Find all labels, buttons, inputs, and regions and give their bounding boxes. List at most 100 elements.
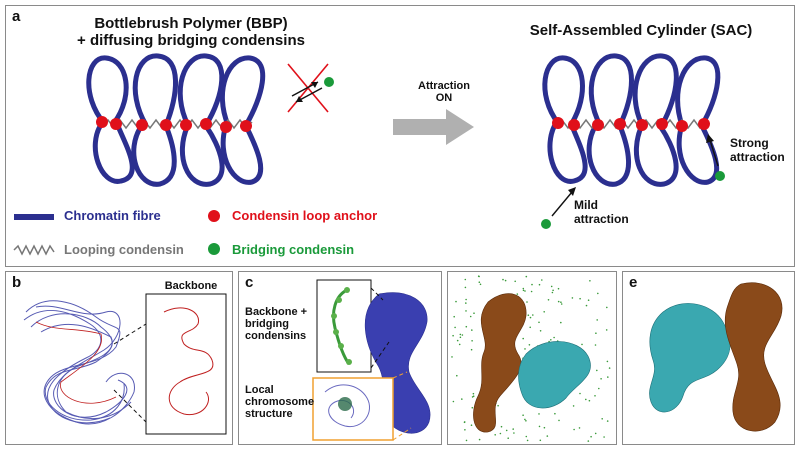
bridging-condensin-dot bbox=[522, 414, 524, 416]
bbp-title: Bottlebrush Polymer (BBP) + diffusing br… bbox=[46, 15, 336, 49]
bridging-condensin-dot bbox=[471, 406, 474, 409]
bridging-condensin-dot bbox=[470, 424, 473, 426]
bridging-condensin-dot bbox=[522, 289, 525, 292]
bridging-condensin-dot bbox=[571, 297, 574, 299]
bbp-title-line2: + diffusing bridging condensins bbox=[77, 32, 305, 49]
bridging-condensin-dot bbox=[452, 400, 455, 403]
bridging-condensin-dot bbox=[541, 279, 543, 281]
inset1-line3: condensins bbox=[245, 330, 307, 342]
bridging-condensin-dot bbox=[558, 419, 560, 422]
panel-e: e bbox=[622, 271, 795, 445]
bridging-condensin-dot bbox=[606, 360, 609, 363]
bridging-condensin-dot bbox=[550, 285, 553, 288]
bbp-anchor bbox=[136, 119, 148, 131]
inset1-caption: Backbone + bridging condensins bbox=[245, 306, 315, 342]
bbp-anchor bbox=[160, 119, 172, 131]
cyan-chromosome bbox=[649, 303, 731, 413]
bridging-condensin-dot bbox=[453, 315, 455, 318]
bridging-condensin-dot bbox=[452, 334, 454, 337]
bridging-condensin-dot bbox=[500, 425, 503, 428]
bridging-points bbox=[331, 287, 352, 365]
bridging-condensin-dot bbox=[526, 439, 529, 442]
bridging-condensin-dot bbox=[465, 302, 467, 304]
bridging-condensin-dot bbox=[494, 434, 496, 436]
bridging-condensin-dot bbox=[585, 304, 588, 307]
bridging-condensin-dot bbox=[524, 418, 526, 421]
legend-bridging-swatch bbox=[208, 243, 220, 255]
arrow-label-line2: ON bbox=[435, 92, 453, 104]
cyan-chromosome bbox=[518, 341, 591, 409]
bridging-condensin-dot bbox=[529, 326, 531, 329]
panel-label-b: b bbox=[12, 274, 22, 291]
bridging-condensin-dot bbox=[560, 321, 562, 324]
strong-line1: Strong bbox=[730, 136, 769, 150]
bridging-condensin-dot bbox=[471, 329, 473, 331]
strong-attraction-label: Strong attraction bbox=[730, 136, 785, 164]
chromosome-render-red bbox=[35, 321, 117, 404]
legend-bridging: Bridging condensin bbox=[232, 242, 355, 257]
panel-c: c Backbone + bridging condensins Local c… bbox=[238, 271, 442, 445]
bridging-condensin-dot bbox=[596, 319, 598, 321]
bridging-condensin-dot bbox=[463, 421, 466, 424]
bridging-condensin-dot bbox=[514, 280, 516, 283]
arrow-label-line1: Attraction bbox=[418, 80, 470, 92]
bbp-anchor bbox=[180, 119, 192, 131]
bridging-condensin-dot bbox=[554, 412, 556, 415]
panel-d: d bbox=[447, 271, 617, 445]
bbp-loops bbox=[86, 53, 266, 187]
bridging-condensin-dot bbox=[539, 330, 542, 332]
bridging-condensin-dot bbox=[579, 392, 581, 395]
bridging-condensin-dot bbox=[607, 376, 609, 378]
bridging-condensin-dot bbox=[585, 398, 587, 401]
bridging-condensin-dot bbox=[594, 432, 597, 435]
bridging-condensin-dot bbox=[451, 356, 453, 358]
bridging-condensin-dot bbox=[595, 332, 597, 334]
brown-chromosome bbox=[473, 293, 527, 433]
bridging-condensin-dot bbox=[552, 289, 554, 292]
bridging-condensin-dot bbox=[522, 337, 524, 340]
bridging-condensin-dot bbox=[455, 300, 457, 303]
bridging-condensin-dot bbox=[597, 292, 599, 295]
bbp-loop-3-top bbox=[177, 53, 225, 127]
bbp-loop-4-top bbox=[219, 55, 266, 127]
bridging-condensin-dot bbox=[578, 427, 581, 429]
attraction-arrow bbox=[393, 109, 474, 145]
panel-b: b Backbone bbox=[5, 271, 233, 445]
panel-b-render bbox=[23, 293, 227, 435]
bridging-condensin-mild bbox=[541, 219, 551, 229]
bridging-condensin-dot bbox=[472, 395, 475, 397]
bridging-condensin-dot bbox=[507, 437, 509, 439]
bridging-condensin-dot bbox=[465, 298, 467, 301]
bridging-condensin-dot bbox=[461, 398, 463, 400]
bridging-condensin-dot bbox=[551, 291, 554, 294]
bridging-condensin-dot bbox=[581, 343, 583, 346]
inset2-line1: Local bbox=[245, 384, 274, 396]
bridging-condensin-dot bbox=[572, 405, 575, 407]
sac-loops bbox=[542, 53, 721, 187]
panel-label-e: e bbox=[629, 274, 638, 291]
legend-chromatin: Chromatin fibre bbox=[64, 208, 161, 223]
bridging-condensin-dot bbox=[594, 344, 597, 346]
inset1-line1: Backbone + bbox=[245, 306, 308, 318]
bridging-condensin-dot bbox=[601, 418, 603, 420]
bridging-condensin-dot bbox=[478, 438, 481, 441]
legend-chromatin-swatch bbox=[14, 214, 54, 220]
bbp-loop-2-bottom bbox=[131, 123, 177, 187]
bbp-loop-3-bottom bbox=[179, 123, 225, 187]
legend-looping-swatch bbox=[13, 244, 55, 256]
bridging-condensin-dot bbox=[543, 426, 546, 429]
bridging-condensin-dot bbox=[499, 432, 502, 435]
bridging-condensin-dot bbox=[470, 348, 473, 351]
panel-label-d: d bbox=[454, 274, 464, 291]
bridging-condensin-dot bbox=[478, 275, 480, 278]
chromosome-render-blue bbox=[23, 300, 135, 425]
bridging-condensin-dot bbox=[502, 278, 504, 281]
bridging-condensin-dot bbox=[579, 297, 581, 300]
bridging-condensin-dot bbox=[596, 369, 598, 372]
legend-anchor-swatch bbox=[208, 210, 220, 222]
inset2-line3: structure bbox=[245, 408, 293, 420]
bridging-condensin-dot bbox=[553, 336, 555, 339]
backbone-inset bbox=[145, 293, 227, 435]
bbp-loop-4-bottom bbox=[220, 124, 264, 185]
sac-title: Self-Assembled Cylinder (SAC) bbox=[529, 22, 753, 39]
